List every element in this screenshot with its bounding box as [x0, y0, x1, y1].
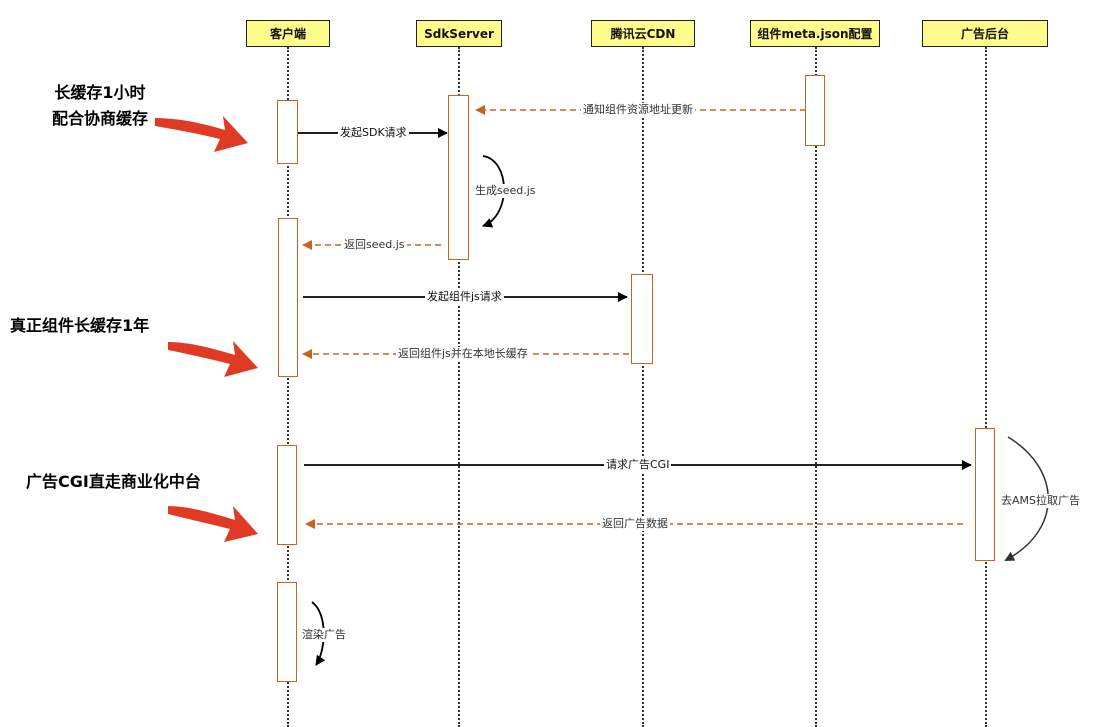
- msg-render: 渲染广告: [300, 628, 348, 642]
- lifeline-sdkserver: [458, 47, 460, 727]
- msg-gen-seed: 生成seed.js: [473, 184, 538, 198]
- activation-cdn: [631, 274, 653, 364]
- actor-client-label: 客户端: [269, 27, 306, 41]
- note-ad-cgi-text: 广告CGI直走商业化中台: [26, 472, 201, 491]
- actor-cdn: 腾讯云CDN: [591, 20, 695, 47]
- activation-client-1: [277, 100, 298, 164]
- lifeline-client: [287, 47, 289, 727]
- msg-return-seed: 返回seed.js: [342, 238, 407, 252]
- actor-cdn-label: 腾讯云CDN: [610, 27, 676, 41]
- red-arrow-3: [168, 506, 258, 542]
- msg-return-ad: 返回广告数据: [600, 517, 670, 531]
- actor-sdkserver: SdkServer: [416, 20, 502, 47]
- note-long-cache-year-text: 真正组件长缓存1年: [10, 316, 150, 335]
- note-ad-cgi: 广告CGI直走商业化中台: [26, 469, 201, 495]
- note-long-cache-hour: 长缓存1小时 配合协商缓存: [30, 80, 170, 132]
- activation-backend: [975, 428, 995, 561]
- lifeline-config: [815, 47, 817, 727]
- actor-backend: 广告后台: [922, 20, 1048, 47]
- actor-backend-label: 广告后台: [960, 27, 1009, 41]
- note-long-cache-hour-line1: 长缓存1小时: [54, 83, 146, 102]
- msg-return-component: 返回组件js并在本地长缓存: [396, 347, 530, 361]
- actor-sdkserver-label: SdkServer: [424, 26, 494, 41]
- actor-config-label: 组件meta.json配置: [757, 27, 873, 41]
- lifeline-cdn: [642, 47, 644, 727]
- red-arrow-2: [168, 341, 258, 377]
- actor-client: 客户端: [246, 20, 330, 47]
- msg-sdk-request: 发起SDK请求: [338, 126, 409, 140]
- activation-client-4: [277, 582, 297, 682]
- note-long-cache-hour-line2: 配合协商缓存: [51, 109, 148, 128]
- note-long-cache-year: 真正组件长缓存1年: [10, 313, 149, 339]
- lifeline-backend: [985, 47, 987, 727]
- red-arrow-1: [155, 116, 248, 152]
- activation-config: [805, 75, 825, 146]
- actor-config: 组件meta.json配置: [750, 20, 880, 47]
- msg-notify: 通知组件资源地址更新: [581, 103, 695, 117]
- activation-client-2: [278, 218, 298, 377]
- activation-client-3: [277, 445, 297, 545]
- msg-ad-request: 请求广告CGI: [604, 458, 672, 472]
- msg-ams-fetch: 去AMS拉取广告: [999, 494, 1082, 508]
- activation-sdkserver: [448, 95, 469, 260]
- msg-component-request: 发起组件js请求: [425, 290, 504, 304]
